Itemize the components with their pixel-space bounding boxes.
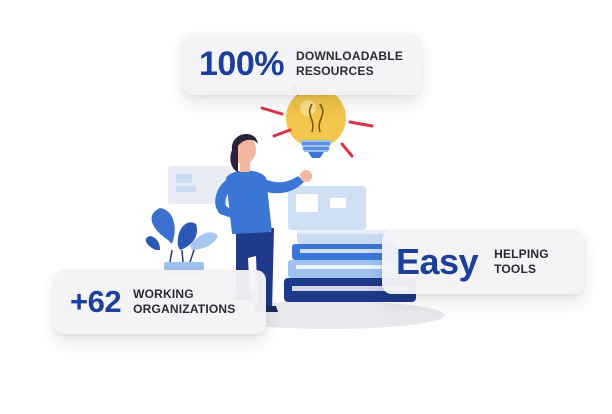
- plant-icon: [145, 208, 218, 274]
- stat-label-line2: ORGANIZATIONS: [133, 302, 236, 316]
- stat-card-downloadable-resources: 100% DOWNLOADABLE RESOURCES: [183, 33, 421, 95]
- background-window-right: [288, 186, 366, 230]
- stat-label-line1: HELPING: [494, 247, 549, 261]
- stat-value: Easy: [396, 241, 479, 282]
- background-window-left: [168, 166, 230, 204]
- stat-label-line2: TOOLS: [494, 262, 537, 276]
- lightbulb-icon: [260, 84, 374, 158]
- stat-value: +62: [70, 284, 122, 319]
- stat-value: 100%: [199, 44, 284, 83]
- stat-card-working-organizations: +62 WORKING ORGANIZATIONS: [54, 270, 266, 334]
- stat-label: HELPING TOOLS: [494, 247, 549, 277]
- stat-card-helping-tools: Easy HELPING TOOLS: [382, 230, 584, 294]
- stat-label: DOWNLOADABLE RESOURCES: [296, 49, 403, 79]
- stat-label-line1: WORKING: [133, 287, 194, 301]
- stat-label: WORKING ORGANIZATIONS: [133, 287, 235, 317]
- stat-label-line2: RESOURCES: [295, 64, 374, 78]
- stat-label-line1: DOWNLOADABLE: [295, 49, 404, 63]
